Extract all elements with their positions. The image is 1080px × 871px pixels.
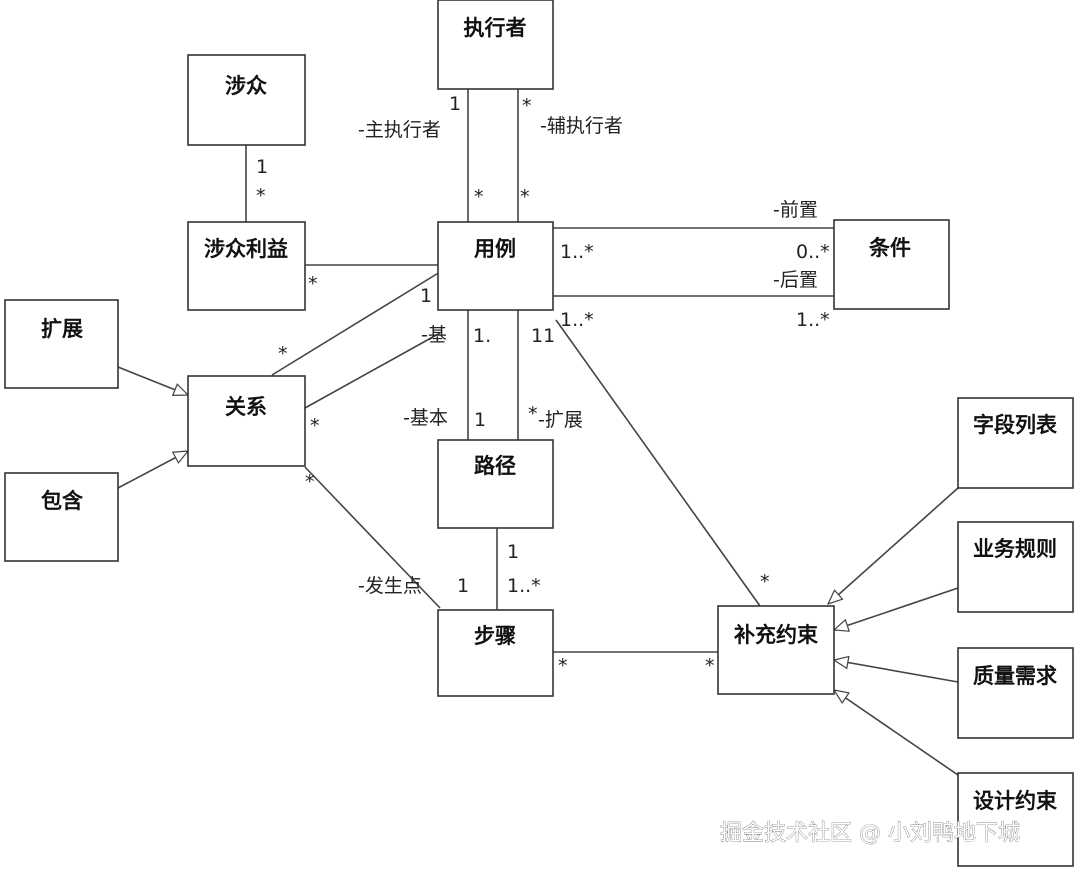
- role-pre: -前置: [773, 199, 818, 221]
- mult-sup-step-right: *: [705, 655, 715, 677]
- line-rel-uc-base: [304, 332, 441, 409]
- multiplicity-labels: 1 * * * 1 * * 1..* 0..* 1..* 1..* 1 * 1.…: [256, 93, 830, 677]
- line-rel-uc-1: [271, 271, 441, 376]
- inherit-quality-sup: [834, 660, 959, 683]
- mult-rel-star-bottom: *: [305, 471, 315, 493]
- label-stakeholder: 涉众: [225, 74, 267, 98]
- mult-stake-top: 1: [256, 156, 268, 178]
- box-labels: 执行者 涉众 涉众利益 用例 条件 扩展 关系 包含 路径 步骤 补充约束 字段…: [41, 16, 1058, 813]
- box-quality-req: [957, 647, 1074, 739]
- box-design-constraint: [957, 772, 1074, 867]
- mult-interest-uc: *: [308, 273, 318, 295]
- boxes: [4, 0, 1074, 867]
- label-extend: 扩展: [41, 317, 83, 341]
- mult-exec-top-left: 1: [449, 93, 461, 115]
- watermark: 掘金技术社区 @ 小刘鸭地下城: [720, 821, 1020, 846]
- box-condition: [833, 219, 950, 310]
- mult-exec-top-right: *: [522, 95, 532, 117]
- role-base: -基: [421, 324, 447, 346]
- line-rel-step: [304, 466, 441, 609]
- label-include: 包含: [41, 489, 84, 513]
- inherit-field-sup: [828, 487, 959, 604]
- box-stakeholder: [187, 54, 306, 146]
- label-executor: 执行者: [464, 16, 527, 40]
- box-supplement: [717, 605, 835, 695]
- role-post: -后置: [773, 269, 818, 291]
- mult-uc-cond-right-top: 0..*: [796, 241, 830, 263]
- label-quality-req: 质量需求: [973, 664, 1057, 688]
- box-use-case: [437, 221, 554, 311]
- box-extend: [4, 299, 119, 389]
- box-business-rule: [957, 521, 1074, 613]
- box-field-list: [957, 397, 1074, 489]
- mult-rel-star-mid: *: [310, 415, 320, 437]
- label-step: 步骤: [474, 624, 516, 648]
- label-use-case: 用例: [474, 237, 516, 261]
- label-supplement: 补充约束: [733, 623, 819, 647]
- inherit-include-rel: [117, 451, 188, 489]
- mult-exec-bottom-left: *: [474, 186, 484, 208]
- box-relation: [187, 375, 306, 467]
- inherit-extend-rel: [117, 366, 188, 395]
- role-occurrence: -发生点: [358, 575, 422, 597]
- role-extension: -扩展: [538, 409, 583, 431]
- mult-step-sup-left: *: [558, 655, 568, 677]
- box-step: [437, 609, 554, 697]
- mult-path-step-top: 1: [507, 541, 519, 563]
- mult-stake-bottom: *: [256, 185, 266, 207]
- mult-path-ext: *: [528, 403, 538, 425]
- line-sup-uc: [555, 319, 761, 607]
- label-stakeholder-interest: 涉众利益: [204, 237, 288, 261]
- label-design-constraint: 设计约束: [973, 789, 1058, 813]
- box-stakeholder-interest: [187, 221, 306, 311]
- inherit-design-sup: [834, 690, 959, 776]
- mult-uc-11: 11: [531, 325, 555, 347]
- role-secondary-executor: -辅执行者: [540, 115, 623, 137]
- label-field-list: 字段列表: [973, 413, 1058, 437]
- mult-uc-rel-top: 1: [420, 285, 432, 307]
- mult-path-basic: 1: [474, 409, 486, 431]
- label-path: 路径: [474, 454, 516, 478]
- mult-uc-base: 1.: [473, 325, 491, 347]
- mult-path-step-bottom: 1..*: [507, 575, 541, 597]
- label-relation: 关系: [225, 395, 267, 419]
- label-condition: 条件: [869, 236, 911, 260]
- connectors: [117, 89, 959, 776]
- role-basic: -基本: [403, 407, 448, 429]
- mult-uc-bottom-right: 1..*: [560, 309, 594, 331]
- box-path: [437, 439, 554, 529]
- mult-exec-bottom-right: *: [520, 186, 530, 208]
- role-primary-executor: -主执行者: [358, 119, 441, 141]
- mult-step-occ: 1: [457, 575, 469, 597]
- box-executor: [437, 0, 554, 90]
- mult-rel-uc-bottom: *: [278, 343, 288, 365]
- label-business-rule: 业务规则: [973, 537, 1057, 561]
- role-labels: -主执行者 -辅执行者 -前置 -后置 -基 -基本 -扩展 -发生点: [358, 115, 818, 597]
- mult-uc-cond-right-bottom: 1..*: [796, 309, 830, 331]
- inherit-rule-sup: [834, 587, 959, 630]
- mult-uc-cond-left: 1..*: [560, 241, 594, 263]
- box-include: [4, 472, 119, 562]
- mult-sup-uc: *: [760, 571, 770, 593]
